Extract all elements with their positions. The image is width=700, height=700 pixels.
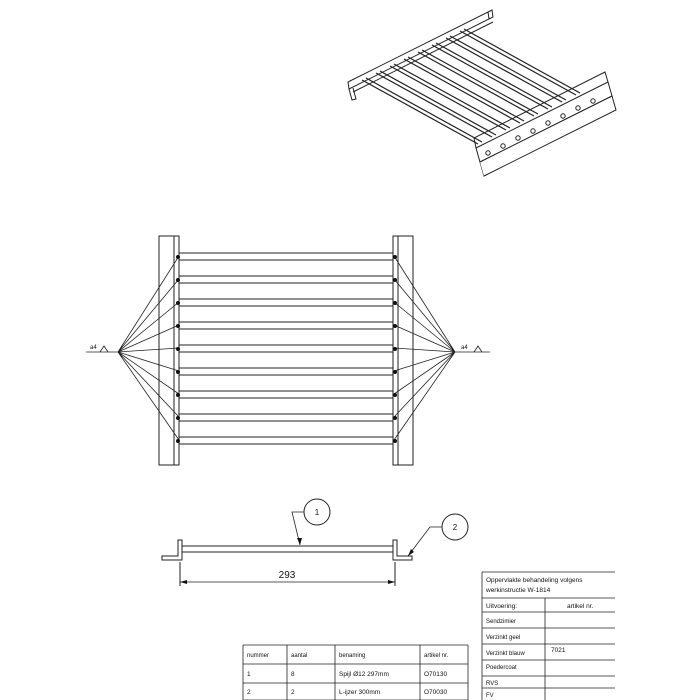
parts-table <box>242 644 469 700</box>
parts-header-aantal: aantal <box>291 653 307 659</box>
surface-row-verzinkt-blauw: Verzinkt blauw <box>486 651 525 657</box>
parts-header-nummer: nummer <box>247 653 269 659</box>
right-angle-profile <box>392 539 413 561</box>
left-weld-arrowheads <box>176 255 180 443</box>
surface-title-line2: werkinstructie W-1814 <box>485 587 551 594</box>
surface-treatment-table <box>481 571 615 700</box>
left-weld-leaders <box>86 255 180 441</box>
top-view <box>86 235 490 466</box>
side-rod <box>181 545 394 553</box>
parts-row1-aantal: 8 <box>291 671 295 678</box>
parts-row1-artikel: O70130 <box>424 671 448 678</box>
surface-title-line1: Oppervlakte behandeling volgens <box>486 577 583 584</box>
left-weld-symbol-icon <box>99 345 109 353</box>
balloon-1-label: 1 <box>315 508 320 517</box>
parts-row2-aantal: 2 <box>291 689 295 696</box>
surface-row-poedercoat: Poedercoat <box>486 665 517 671</box>
parts-row2-nummer: 2 <box>247 689 251 696</box>
surface-row-fv: FV <box>486 693 494 699</box>
parts-header-artikel: artikel nr. <box>424 653 449 659</box>
parts-row1-nummer: 1 <box>247 671 251 678</box>
right-weld-arrowheads <box>393 255 397 443</box>
top-rods <box>179 252 393 445</box>
surface-row-sendzimier: Sendzimier <box>486 619 516 625</box>
left-weld-label: a4 <box>90 345 97 351</box>
parts-header-benaming: benaming <box>339 653 365 659</box>
isometric-view <box>347 9 617 177</box>
surface-row-verzinkt-geel: Verzinkt geel <box>486 635 520 641</box>
dimension-value: 293 <box>279 570 296 581</box>
parts-row2-benaming: L-ijzer 300mm <box>339 689 380 696</box>
surface-row-rvs: RVS <box>486 681 498 687</box>
iso-rods <box>361 28 581 145</box>
back-angle-iron <box>347 9 494 101</box>
side-view <box>161 498 469 586</box>
left-angle-iron <box>158 235 180 466</box>
parts-row2-artikel: O70030 <box>424 689 448 696</box>
right-weld-label: a4 <box>461 345 468 351</box>
surface-value-verzinkt-blauw: 7021 <box>551 647 566 654</box>
left-angle-profile <box>161 539 183 561</box>
front-angle-iron <box>473 71 617 177</box>
right-weld-symbol-icon <box>473 345 483 353</box>
surface-header-uitvoering: Uitvoering: <box>486 603 517 610</box>
balloon-2-label: 2 <box>453 523 458 532</box>
parts-row1-benaming: Spijl Ø12 297mm <box>339 671 389 678</box>
surface-header-artikel: artikel nr. <box>567 603 594 610</box>
right-weld-leaders <box>393 255 490 441</box>
